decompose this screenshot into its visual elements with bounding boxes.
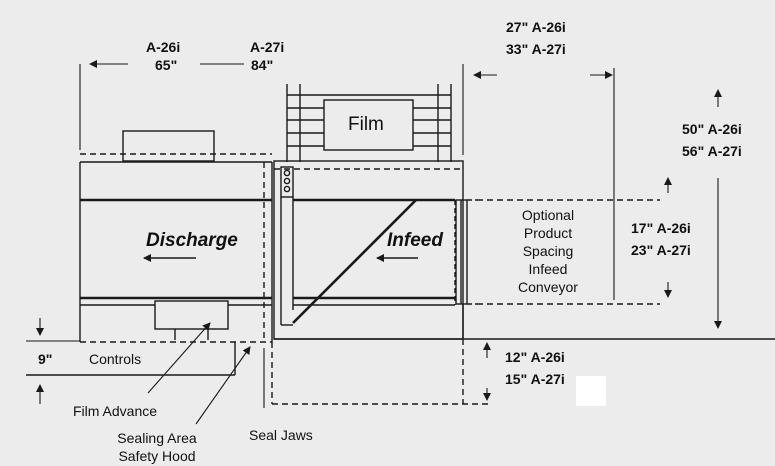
discharge-section <box>26 130 273 376</box>
seal-jaws-label: Seal Jaws <box>249 427 313 443</box>
optional-conveyor-line-1: Optional <box>521 207 575 223</box>
optional-conveyor-line-3: Spacing <box>522 243 574 259</box>
dim-right-height-a27i: 56" A-27i <box>682 143 742 159</box>
dim-a26i-model-top: A-26i <box>146 39 181 55</box>
dim-infeed-height-a27i: 23" A-27i <box>631 242 691 258</box>
white-patch <box>576 376 606 406</box>
under-structure <box>271 338 775 405</box>
discharge-label: Discharge <box>146 230 238 251</box>
controls-label: Controls <box>89 351 142 367</box>
film-frame <box>286 84 452 162</box>
dim-a27i-model-top: A-27i <box>250 39 285 55</box>
dim-bottom-right-a27i: 15" A-27i <box>505 371 565 387</box>
infeed-section <box>273 160 477 340</box>
sealing-area-line-1: Sealing Area <box>117 430 197 446</box>
dim-infeed-height: 17" A-26i 23" A-27i <box>631 219 691 259</box>
sealing-area-line-2: Safety Hood <box>118 448 196 464</box>
dimension-lines <box>26 60 722 425</box>
dim-right-height-a26i: 50" A-26i <box>682 121 742 137</box>
dim-top-right-a27i: 33" A-27i <box>506 41 566 57</box>
dim-bottom-right-a26i: 12" A-26i <box>505 349 565 365</box>
dim-top-right-a26i: 27" A-26i <box>506 19 566 35</box>
optional-conveyor-line-5: Conveyor <box>518 279 578 295</box>
sealing-area-label: Sealing Area Safety Hood <box>102 429 212 465</box>
dim-left-height: 9" <box>38 351 53 367</box>
dim-top-right: 27" A-26i 33" A-27i <box>506 18 566 58</box>
film-advance-label: Film Advance <box>73 403 158 419</box>
optional-conveyor-outline <box>477 199 660 305</box>
dim-length-a27i: 84" <box>251 57 274 73</box>
optional-conveyor-line-4: Infeed <box>528 261 568 277</box>
dim-right-height: 50" A-26i 56" A-27i <box>682 120 742 160</box>
infeed-label: Infeed <box>387 230 443 251</box>
dim-length-a26i: 65" <box>155 57 178 73</box>
optional-conveyor-label: Optional Product Spacing Infeed Conveyor <box>505 206 591 296</box>
dim-infeed-height-a26i: 17" A-26i <box>631 220 691 236</box>
optional-conveyor-line-2: Product <box>523 225 573 241</box>
film-label: Film <box>348 114 384 135</box>
dim-bottom-right: 12" A-26i 15" A-27i <box>505 348 565 388</box>
